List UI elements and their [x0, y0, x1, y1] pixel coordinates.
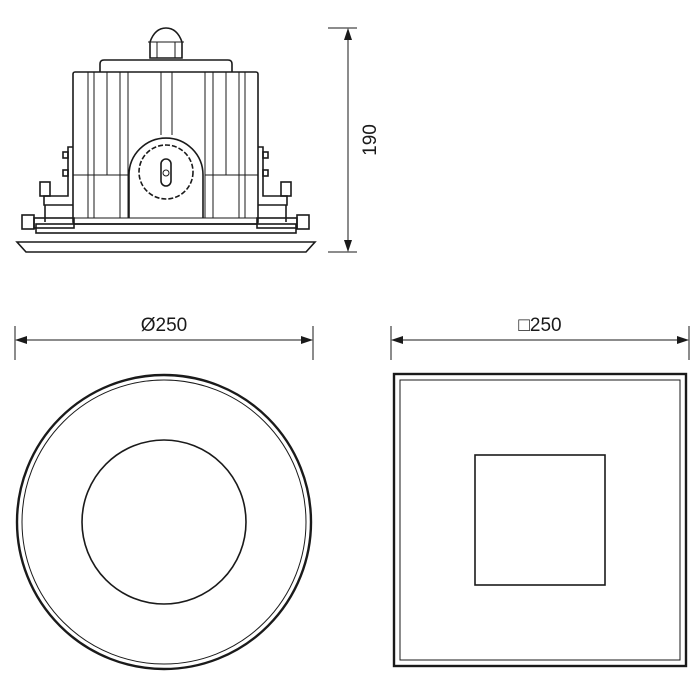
adjustment-knob — [138, 144, 194, 200]
round-front-view — [15, 373, 313, 671]
mounting-bracket-right — [256, 146, 310, 230]
diameter-dimension: Ø250 — [14, 315, 314, 360]
cooling-fins — [73, 72, 258, 219]
side-view — [15, 27, 317, 253]
square-dimension: □250 — [390, 315, 690, 360]
diameter-label: Ø250 — [141, 315, 187, 336]
square-front-view — [392, 372, 688, 668]
mounting-bracket-left — [21, 146, 75, 230]
top-cap — [99, 59, 233, 72]
square-lens — [474, 454, 606, 586]
housing-body — [72, 71, 259, 225]
mounting-plate — [35, 223, 297, 234]
height-dimension: 190 — [328, 27, 381, 253]
cable-gland — [149, 27, 183, 59]
square-label: □250 — [518, 315, 561, 336]
trim-flange — [15, 241, 317, 253]
round-lens — [81, 439, 247, 605]
rotary-joint — [128, 137, 204, 218]
height-label: 190 — [360, 124, 381, 156]
